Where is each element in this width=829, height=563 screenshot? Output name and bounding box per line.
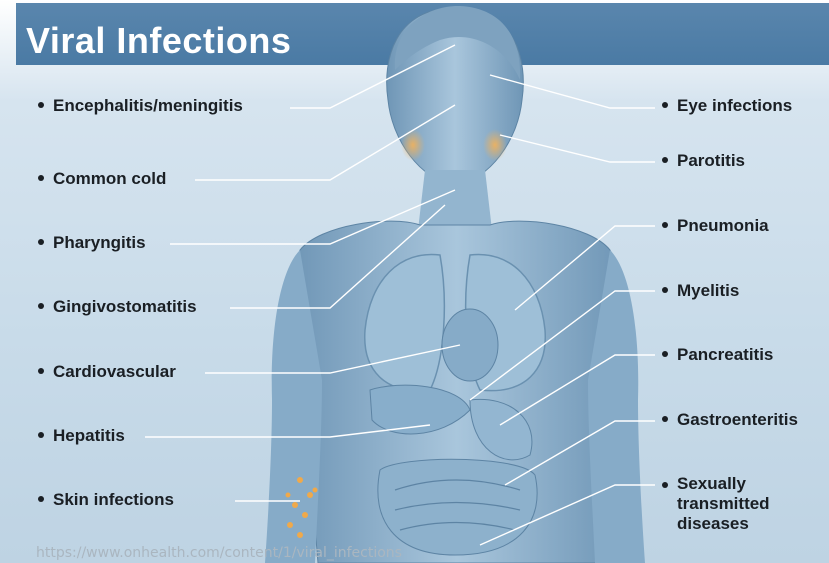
label-text: Myelitis	[677, 281, 739, 300]
bullet-icon	[38, 175, 44, 181]
source-url: https://www.onhealth.com/content/1/viral…	[36, 545, 402, 561]
label-text: Skin infections	[53, 490, 174, 509]
label-eye-infections: Eye infections	[662, 96, 792, 116]
label-text: Sexually transmitted diseases	[677, 474, 772, 534]
bullet-icon	[662, 222, 668, 228]
label-pancreatitis: Pancreatitis	[662, 345, 773, 365]
label-gastroenteritis: Gastroenteritis	[662, 410, 798, 430]
bullet-icon	[38, 496, 44, 502]
bullet-icon	[38, 239, 44, 245]
label-myelitis: Myelitis	[662, 281, 739, 301]
left-parotid-highlight	[401, 129, 425, 161]
label-text: Encephalitis/meningitis	[53, 96, 243, 115]
bullet-icon	[662, 102, 668, 108]
bullet-icon	[662, 482, 668, 488]
label-text: Pneumonia	[677, 216, 769, 235]
bullet-icon	[38, 303, 44, 309]
label-parotitis: Parotitis	[662, 151, 745, 171]
label-text: Gingivostomatitis	[53, 297, 197, 316]
label-encephalitis: Encephalitis/meningitis	[38, 96, 243, 116]
label-pharyngitis: Pharyngitis	[38, 233, 146, 253]
bullet-icon	[662, 157, 668, 163]
heart	[442, 309, 498, 381]
label-pneumonia: Pneumonia	[662, 216, 769, 236]
bullet-icon	[38, 368, 44, 374]
bullet-icon	[38, 102, 44, 108]
label-hepatitis: Hepatitis	[38, 426, 125, 446]
label-text: Gastroenteritis	[677, 410, 798, 429]
neck	[418, 170, 492, 230]
label-gingivostomatitis: Gingivostomatitis	[38, 297, 197, 317]
bullet-icon	[662, 416, 668, 422]
label-text: Pharyngitis	[53, 233, 146, 252]
diagram-title: Viral Infections	[26, 20, 291, 62]
bullet-icon	[38, 432, 44, 438]
label-text: Eye infections	[677, 96, 792, 115]
label-common-cold: Common cold	[38, 169, 166, 189]
label-skin-infections: Skin infections	[38, 490, 174, 510]
label-std: Sexually transmitted diseases	[662, 474, 772, 534]
label-text: Pancreatitis	[677, 345, 773, 364]
label-text: Hepatitis	[53, 426, 125, 445]
right-parotid-highlight	[483, 129, 507, 161]
label-text: Cardiovascular	[53, 362, 176, 381]
intestines	[378, 459, 537, 555]
label-text: Common cold	[53, 169, 166, 188]
bullet-icon	[662, 287, 668, 293]
label-text: Parotitis	[677, 151, 745, 170]
label-cardiovascular: Cardiovascular	[38, 362, 176, 382]
bullet-icon	[662, 351, 668, 357]
